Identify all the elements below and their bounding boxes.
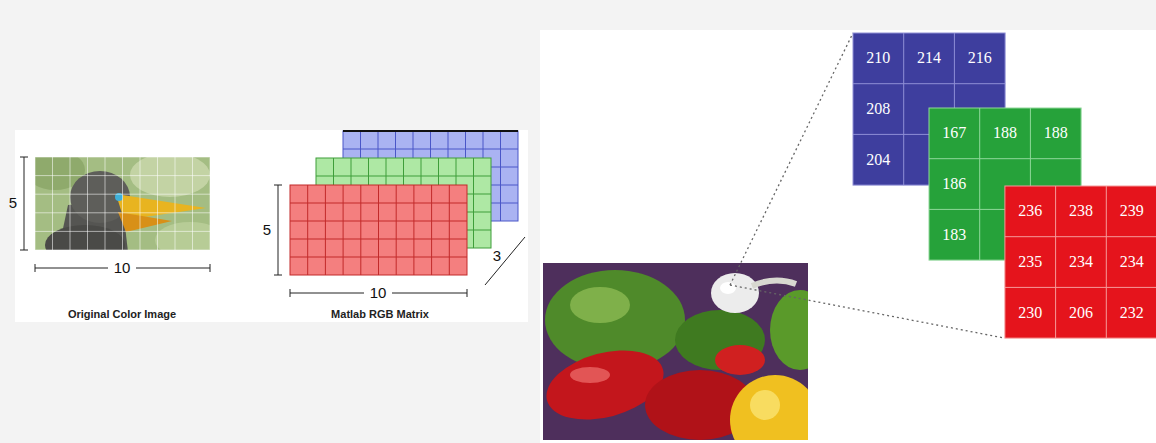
- dimension-label: 5: [263, 222, 271, 239]
- caption: Original Color Image: [68, 308, 176, 320]
- dimension-label: 10: [370, 285, 387, 302]
- matrix-value: 234: [1120, 253, 1144, 271]
- zoom-matrix: [1005, 186, 1156, 338]
- zoomed-matrices: [853, 33, 1156, 338]
- matrix-value: 214: [917, 50, 941, 68]
- matrix-value: 188: [1044, 125, 1068, 143]
- bird-photo: [35, 157, 210, 250]
- matrix-value: 216: [968, 50, 992, 68]
- pixel-grid: [35, 157, 210, 250]
- matrix-value: 206: [1069, 304, 1093, 322]
- matrix-value: 236: [1018, 203, 1042, 221]
- caption: Matlab RGB Matrix: [331, 308, 429, 320]
- matrix-value: 234: [1069, 253, 1093, 271]
- matrix-value: 204: [866, 151, 890, 169]
- dimension-label: 10: [114, 260, 131, 277]
- matrix-value: 232: [1120, 304, 1144, 322]
- matrix-value: 238: [1069, 203, 1093, 221]
- pixel-grid-lines: [35, 157, 210, 250]
- matrix-value: 230: [1018, 304, 1042, 322]
- matrix-value: 167: [942, 125, 966, 143]
- left-panel: [15, 130, 528, 322]
- matrix-value: 235: [1018, 253, 1042, 271]
- matrix-value: 208: [866, 100, 890, 118]
- matrix-value: 183: [942, 226, 966, 244]
- peppers-photo: [543, 263, 808, 440]
- dimension-label: 3: [493, 248, 501, 265]
- matrix-value: 186: [942, 175, 966, 193]
- dimension-lines: [20, 157, 525, 297]
- matrix-value: 210: [866, 50, 890, 68]
- matrix-value: 188: [993, 125, 1017, 143]
- dimension-label: 5: [9, 195, 17, 212]
- red-channel-grid: [290, 185, 467, 275]
- matrix-value: 239: [1120, 203, 1144, 221]
- rgb-matrix: [290, 131, 518, 275]
